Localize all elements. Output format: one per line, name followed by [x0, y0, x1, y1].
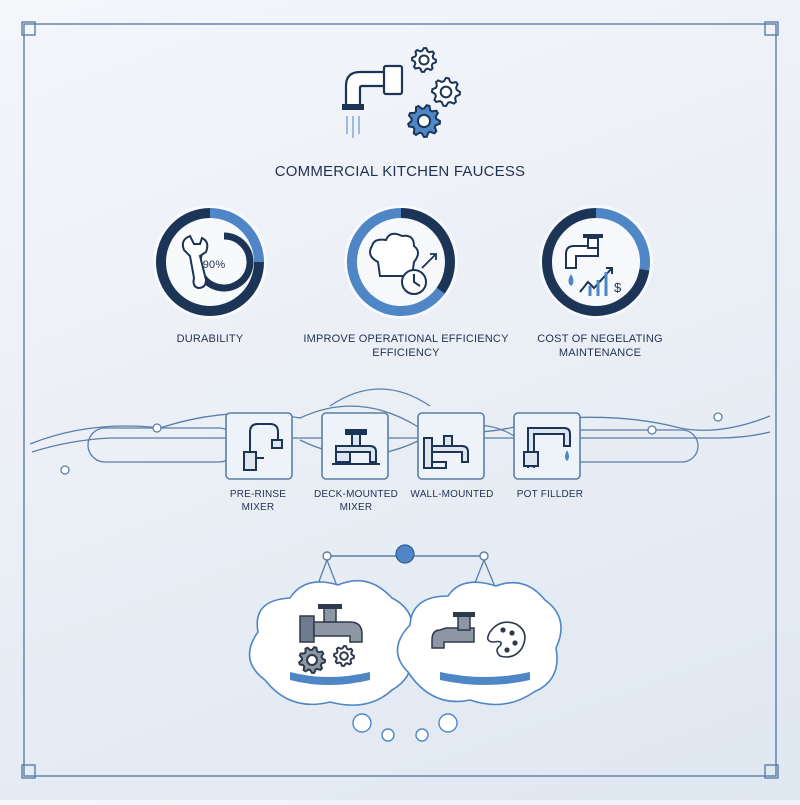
tile-label-line: MIXER: [339, 502, 373, 513]
deck-mounted-faucet-icon: [332, 429, 380, 465]
tile-label-line: POT FILLDER: [516, 489, 584, 500]
faucet-type-tile: [417, 412, 485, 480]
gear-icon: [430, 76, 462, 108]
wall-mounted-faucet-icon: [423, 435, 469, 469]
gear-icon: [410, 46, 438, 74]
tile-label-line: WALL-MOUNTED: [410, 489, 494, 500]
gear-icon: [407, 104, 442, 139]
tile-label-deck-mounted: DECK-MOUNTED MIXER: [296, 488, 416, 514]
faucet-type-tiles: [225, 412, 581, 480]
tile-label-wall-mounted: WALL-MOUNTED: [392, 488, 512, 501]
dollar-sign-icon: $: [614, 280, 622, 295]
tile-label-pot-filler: POT FILLDER: [490, 488, 610, 501]
metric-label-durability: DURABILITY: [140, 332, 280, 346]
metric-label-line: EFFICIENCY: [372, 347, 440, 359]
balance-scale: [248, 544, 562, 742]
connector-waves: [29, 388, 771, 475]
metric-ring: [539, 205, 653, 319]
decorative-frame: [21, 21, 779, 779]
metric-label-efficiency: IMPROVE OPERATIONAL EFFICIENCY EFFICIENC…: [296, 332, 516, 360]
metric-label-line: COST OF NEGELATING: [537, 333, 663, 345]
faucet-with-palette-icon: [431, 612, 526, 658]
tile-label-line: MIXER: [241, 502, 275, 513]
faucet-with-gears-icon: [298, 604, 363, 675]
right-thought-cloud: [396, 581, 562, 706]
gear-icon: [332, 644, 356, 668]
chef-hat-clock-icon: [369, 232, 437, 295]
metric-label-line: IMPROVE OPERATIONAL EFFICIENCY: [303, 333, 509, 345]
wrench-icon: [181, 234, 209, 290]
faucet-type-tile: [321, 412, 389, 480]
gear-icon: [298, 646, 327, 675]
faucet-growth-icon: $: [565, 234, 622, 296]
pot-filler-icon: [523, 427, 571, 468]
tile-label-line: PRE-RINSE: [229, 489, 287, 500]
faucet-type-tile: [513, 412, 581, 480]
header-faucet-gears-icon: [342, 46, 462, 139]
tile-label-line: DECK-MOUNTED: [313, 489, 399, 500]
pre-rinse-faucet-icon: [243, 423, 283, 471]
metric-label-line: MAINTENANCE: [558, 347, 642, 359]
metric-rings: $: [153, 205, 653, 319]
left-thought-cloud: [248, 579, 414, 706]
metric-label-maintenance: COST OF NEGELATING MAINTENANCE: [510, 332, 690, 360]
metric-ring: [153, 205, 267, 319]
page-title: COMMERCIAL KITCHEN FAUCESS: [274, 163, 526, 180]
faucet-type-tile: [225, 412, 293, 480]
durability-value: 90%: [202, 259, 226, 271]
metric-label-line: DURABILITY: [176, 333, 244, 345]
tile-label-pre-rinse: PRE-RINSE MIXER: [198, 488, 318, 514]
